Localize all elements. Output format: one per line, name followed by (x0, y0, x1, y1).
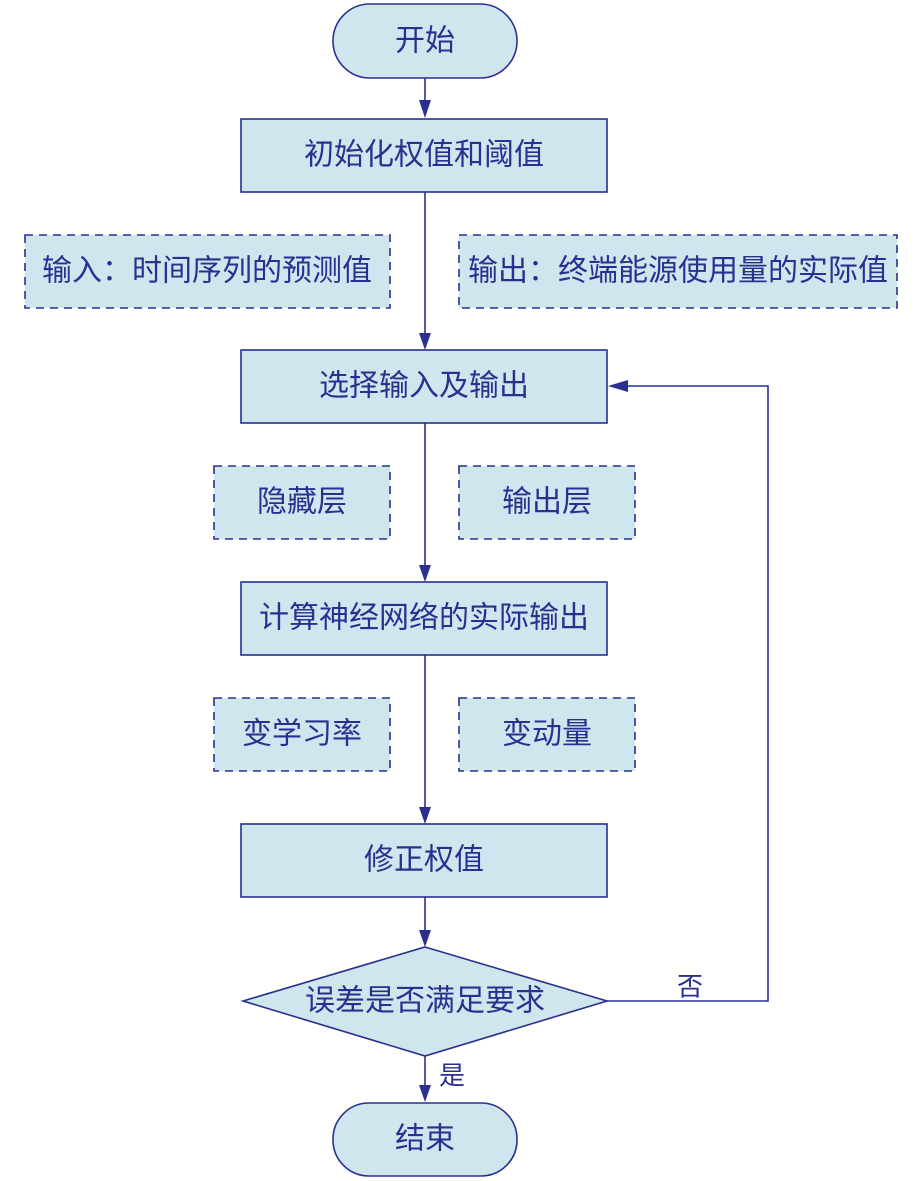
hidden-layer-label: 隐藏层 (257, 485, 347, 520)
end-terminal: 结束 (332, 1102, 518, 1177)
arrow-decision-end (419, 1085, 431, 1102)
input-note-label: 输入：时间序列的预测值 (42, 254, 372, 289)
vary-lr-label: 变学习率 (242, 717, 362, 752)
edges (419, 78, 769, 1102)
no-label: 否 (677, 973, 703, 1003)
vary-momentum-note: 变动量 (458, 697, 636, 772)
decision-label: 误差是否满足要求 (305, 984, 545, 1019)
edge-decision-loop (607, 385, 769, 1002)
end-label: 结束 (395, 1122, 455, 1157)
vary-momentum-label: 变动量 (502, 717, 592, 752)
arrow-compute-adjust (419, 807, 431, 824)
yes-label: 是 (439, 1062, 465, 1092)
select-io-box: 选择输入及输出 (240, 349, 608, 424)
start-terminal: 开始 (332, 3, 518, 79)
adjust-label: 修正权值 (364, 843, 484, 878)
compute-box: 计算神经网络的实际输出 (240, 581, 608, 656)
output-layer-label: 输出层 (502, 485, 592, 520)
arrow-loop-select (608, 380, 628, 392)
output-note-label: 输出：终端能源使用量的实际值 (468, 254, 888, 289)
output-layer-note: 输出层 (458, 465, 636, 540)
select-io-label: 选择输入及输出 (319, 369, 529, 404)
init-box: 初始化权值和阈值 (240, 118, 608, 193)
arrow-adjust-decision (419, 930, 431, 947)
arrow-select-compute (419, 565, 431, 582)
hidden-layer-note: 隐藏层 (213, 465, 391, 540)
arrow-init-select (419, 333, 431, 350)
compute-label: 计算神经网络的实际输出 (259, 601, 589, 636)
decision-diamond: 误差是否满足要求 (240, 946, 610, 1057)
init-label: 初始化权值和阈值 (304, 138, 544, 173)
adjust-box: 修正权值 (240, 823, 608, 898)
start-label: 开始 (395, 24, 455, 59)
output-note: 输出：终端能源使用量的实际值 (458, 234, 898, 309)
vary-lr-note: 变学习率 (213, 697, 391, 772)
input-note: 输入：时间序列的预测值 (24, 234, 391, 309)
arrow-start-init (419, 100, 431, 118)
